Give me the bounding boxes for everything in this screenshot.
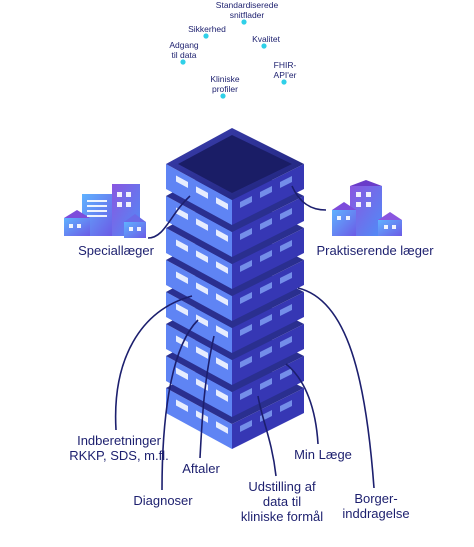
server-vent [260, 314, 272, 326]
specialist-buildings-icon [64, 184, 146, 238]
label-adgang-til-data: Adgang til data [169, 40, 199, 60]
connector-min-laege [285, 363, 319, 445]
label-borgerinddragelse: Borger- inddragelse [342, 491, 410, 521]
server-vent [280, 304, 292, 316]
server-vent [240, 388, 252, 400]
server-vent [216, 389, 228, 402]
server-vent [260, 378, 272, 390]
server-vent [260, 218, 272, 230]
server-vent [196, 282, 208, 295]
label-fhir-apier: FHIR- API'er [273, 60, 297, 80]
server-vent [280, 368, 292, 380]
server-vent [196, 250, 208, 263]
label-aftaler: Aftaler [182, 461, 220, 476]
server-vent [240, 324, 252, 336]
server-vent [280, 176, 292, 188]
label-speciallaeger: Speciallæger [78, 243, 154, 258]
connector-dot [180, 59, 186, 65]
server-vent [280, 208, 292, 220]
server-vent [176, 175, 188, 188]
connector-diagnoser [161, 319, 199, 491]
server-vent [280, 240, 292, 252]
server-vent [196, 218, 208, 231]
server-tower [166, 128, 304, 449]
connector-praktiserende [291, 185, 327, 211]
server-vent [240, 420, 252, 432]
connector-aftaler [199, 335, 215, 459]
server-vent [260, 282, 272, 294]
label-udstilling: Udstilling af data til kliniske formål [240, 479, 324, 524]
connector-dot [203, 33, 209, 39]
server-vent [196, 186, 208, 199]
server-vent [216, 261, 228, 274]
server-vent [216, 357, 228, 370]
label-kliniske-profiler: Kliniske profiler [210, 74, 240, 94]
top-connectors [180, 19, 287, 152]
server-vent [280, 336, 292, 348]
connector-dot [261, 43, 267, 49]
server-vent [176, 207, 188, 220]
server-vent [176, 303, 188, 316]
server-vent [176, 399, 188, 412]
connector-speciallaeger [147, 195, 191, 239]
server-vent [216, 293, 228, 306]
connector-dot [241, 19, 247, 25]
server-vent [176, 367, 188, 380]
label-sikkerhed: Sikkerhed [188, 24, 226, 34]
server-vent [260, 346, 272, 358]
server-vent [260, 250, 272, 262]
server-vent [240, 356, 252, 368]
server-vent [240, 196, 252, 208]
label-kvalitet: Kvalitet [252, 34, 280, 44]
label-standardiserede-snitflader: Standardiserede snitflader [215, 0, 279, 20]
server-vent [240, 228, 252, 240]
server-vent [240, 292, 252, 304]
side-connectors [147, 185, 327, 239]
server-vent [176, 239, 188, 252]
label-praktiserende-laeger: Praktiserende læger [316, 243, 434, 258]
connector-udstilling [257, 395, 277, 477]
connector-dot [220, 93, 226, 99]
server-vent [280, 272, 292, 284]
label-min-laege: Min Læge [294, 447, 352, 462]
server-top-recess [178, 135, 292, 193]
server-vent [176, 271, 188, 284]
connector-indberetninger [114, 295, 193, 431]
server-vent [216, 421, 228, 434]
server-vent [176, 335, 188, 348]
bottom-connectors [114, 287, 375, 491]
server-vent [240, 260, 252, 272]
connector-borger [297, 287, 375, 489]
connector-dot [281, 79, 287, 85]
server-vent [216, 229, 228, 242]
server-vent [196, 314, 208, 327]
gp-buildings-icon [332, 180, 402, 236]
server-vent [216, 325, 228, 338]
server-vent [196, 346, 208, 359]
label-diagnoser: Diagnoser [133, 493, 193, 508]
server-vent [280, 400, 292, 412]
label-indberetninger: Indberetninger RKKP, SDS, m.fl. [69, 433, 169, 463]
server-vent [260, 186, 272, 198]
server-vent [216, 197, 228, 210]
